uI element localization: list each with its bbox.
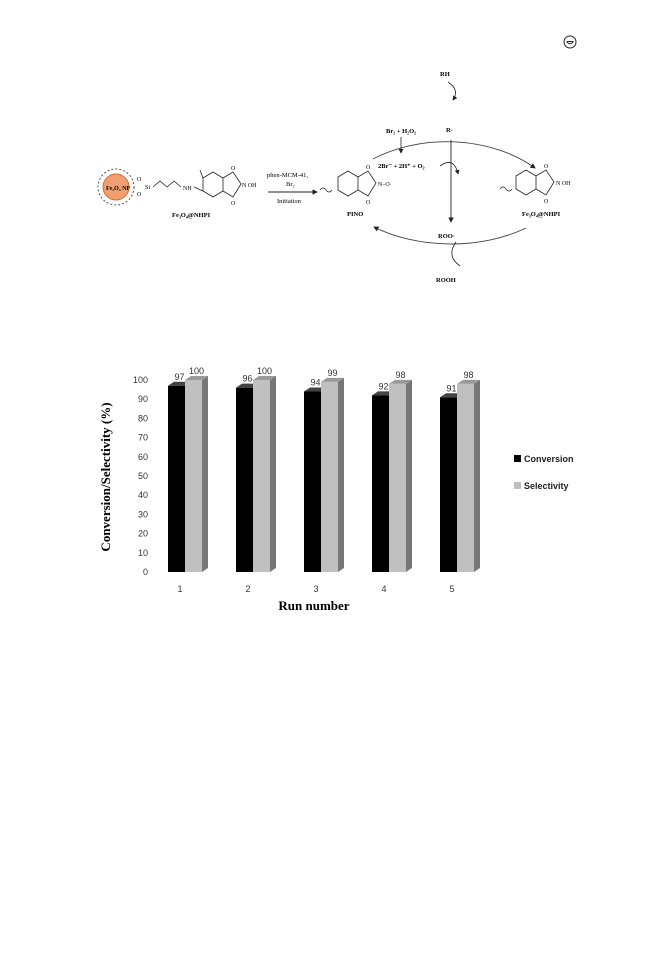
legend-swatch — [514, 482, 521, 489]
carbonyl-o: O — [231, 201, 236, 207]
carbonyl-o: O — [366, 165, 371, 171]
carbonyl-o: O — [366, 200, 371, 206]
bar-top — [389, 379, 412, 384]
bar-side — [270, 376, 276, 572]
wavy-bond — [319, 187, 333, 193]
r-radical-label: R· — [446, 127, 453, 134]
roo-radical-label: ROO· — [438, 233, 455, 240]
bar-side — [406, 379, 412, 572]
amide-label: NH — [183, 186, 192, 192]
pino-label: PINO — [347, 211, 363, 218]
propyl-linker — [152, 180, 182, 188]
x-tick-label: 3 — [313, 584, 318, 594]
bar-top — [185, 376, 208, 380]
legend-swatch — [514, 455, 521, 462]
y-tick-label: 50 — [138, 471, 148, 481]
bar-conversion — [304, 391, 321, 572]
carbonyl-o: O — [544, 199, 549, 205]
y-tick-label: 40 — [138, 490, 148, 500]
bar-side — [474, 379, 480, 572]
bar-selectivity — [253, 380, 270, 572]
br2-h2o2-label: Br₂ + H₂O₂ — [386, 128, 416, 135]
oxygen-atom: O — [137, 192, 142, 198]
bars: 97 100 96 100 94 99 92 98 91 98 — [168, 366, 480, 572]
y-tick-label: 60 — [138, 452, 148, 462]
data-label: 99 — [327, 368, 337, 378]
bromide-equation: 2Br⁻ + 2H⁺ + O₂ — [378, 163, 425, 170]
pino-structure — [337, 170, 377, 197]
cycle-arc-top — [372, 141, 536, 169]
y-axis-label: Conversion/Selectivity (%) — [98, 402, 113, 551]
x-tick-label: 2 — [245, 584, 250, 594]
bar-selectivity — [185, 380, 202, 572]
y-tick-label: 100 — [133, 375, 148, 385]
legend-label: Conversion — [524, 454, 574, 464]
carbonyl-o: O — [231, 166, 236, 172]
rh-label: RH — [440, 71, 450, 78]
y-tick-label: 10 — [138, 548, 148, 558]
y-axis-ticks: 0 10 20 30 40 50 60 70 80 90 100 — [133, 375, 148, 577]
y-tick-label: 90 — [138, 394, 148, 404]
data-label: 92 — [378, 381, 388, 391]
rooh-hook — [451, 241, 461, 267]
arrow-condition-3: Initiation — [277, 198, 302, 205]
wavy-bond — [499, 186, 513, 192]
legend-label: Selectivity — [524, 481, 569, 491]
catalyst-label: Fe₃O₄@NHPI — [172, 212, 211, 219]
y-tick-label: 70 — [138, 433, 148, 443]
x-tick-label: 4 — [381, 584, 386, 594]
data-label: 98 — [463, 370, 473, 380]
data-label: 94 — [310, 378, 320, 388]
carbonyl-o: O — [544, 164, 549, 170]
nhpi-structure-left — [193, 169, 242, 198]
y-tick-label: 30 — [138, 509, 148, 519]
arrow-condition-2: Br₂ — [286, 181, 295, 188]
particle-label: Fe₃O₄ NP — [106, 186, 130, 192]
silicon-atom: Si — [145, 185, 150, 191]
bar-top — [253, 376, 276, 380]
o2-hook — [439, 162, 460, 175]
data-label: 91 — [446, 383, 456, 393]
bar-conversion — [168, 385, 185, 572]
circle-emblem-icon — [563, 35, 577, 49]
bar-top — [321, 377, 344, 382]
fe3o4-nanoparticle — [102, 173, 130, 201]
data-label: 96 — [242, 374, 252, 384]
x-axis-ticks: 1 2 3 4 5 — [177, 584, 454, 594]
x-tick-label: 5 — [449, 584, 454, 594]
reaction-scheme: Fe₃O₄ NP O O Si NH N OH O O Fe₃O₄@NHPI p… — [97, 71, 571, 284]
data-label: 100 — [257, 366, 272, 376]
rooh-label: ROOH — [436, 277, 456, 284]
data-label: 97 — [174, 372, 184, 382]
bar-selectivity — [321, 381, 338, 572]
bar-selectivity — [389, 383, 406, 572]
rh-hook — [447, 81, 458, 101]
bar-selectivity — [457, 383, 474, 572]
y-tick-label: 80 — [138, 413, 148, 423]
n-oh-label: N OH — [556, 181, 571, 187]
bar-conversion — [440, 397, 457, 572]
y-tick-label: 0 — [143, 567, 148, 577]
bar-conversion — [372, 395, 389, 572]
y-tick-label: 20 — [138, 529, 148, 539]
data-label: 100 — [189, 366, 204, 376]
bar-top — [457, 379, 480, 384]
bar-conversion — [236, 387, 253, 572]
x-tick-label: 1 — [177, 584, 182, 594]
n-oh-label: N OH — [242, 183, 257, 189]
data-label: 98 — [395, 370, 405, 380]
cycle-arc-bottom — [373, 226, 527, 245]
right-catalyst-label: Fe₃O₄@NHPI — [522, 211, 561, 218]
bar-side — [338, 377, 344, 572]
particle-shell — [97, 168, 135, 206]
arrow-condition-1: phen-MCM-41, — [267, 172, 308, 179]
oxygen-atom: O — [137, 177, 142, 183]
bar-side — [202, 376, 208, 572]
x-axis-label: Run number — [278, 598, 349, 613]
n-o-radical: N–O· — [378, 182, 392, 188]
nhpi-structure-right — [515, 169, 555, 196]
